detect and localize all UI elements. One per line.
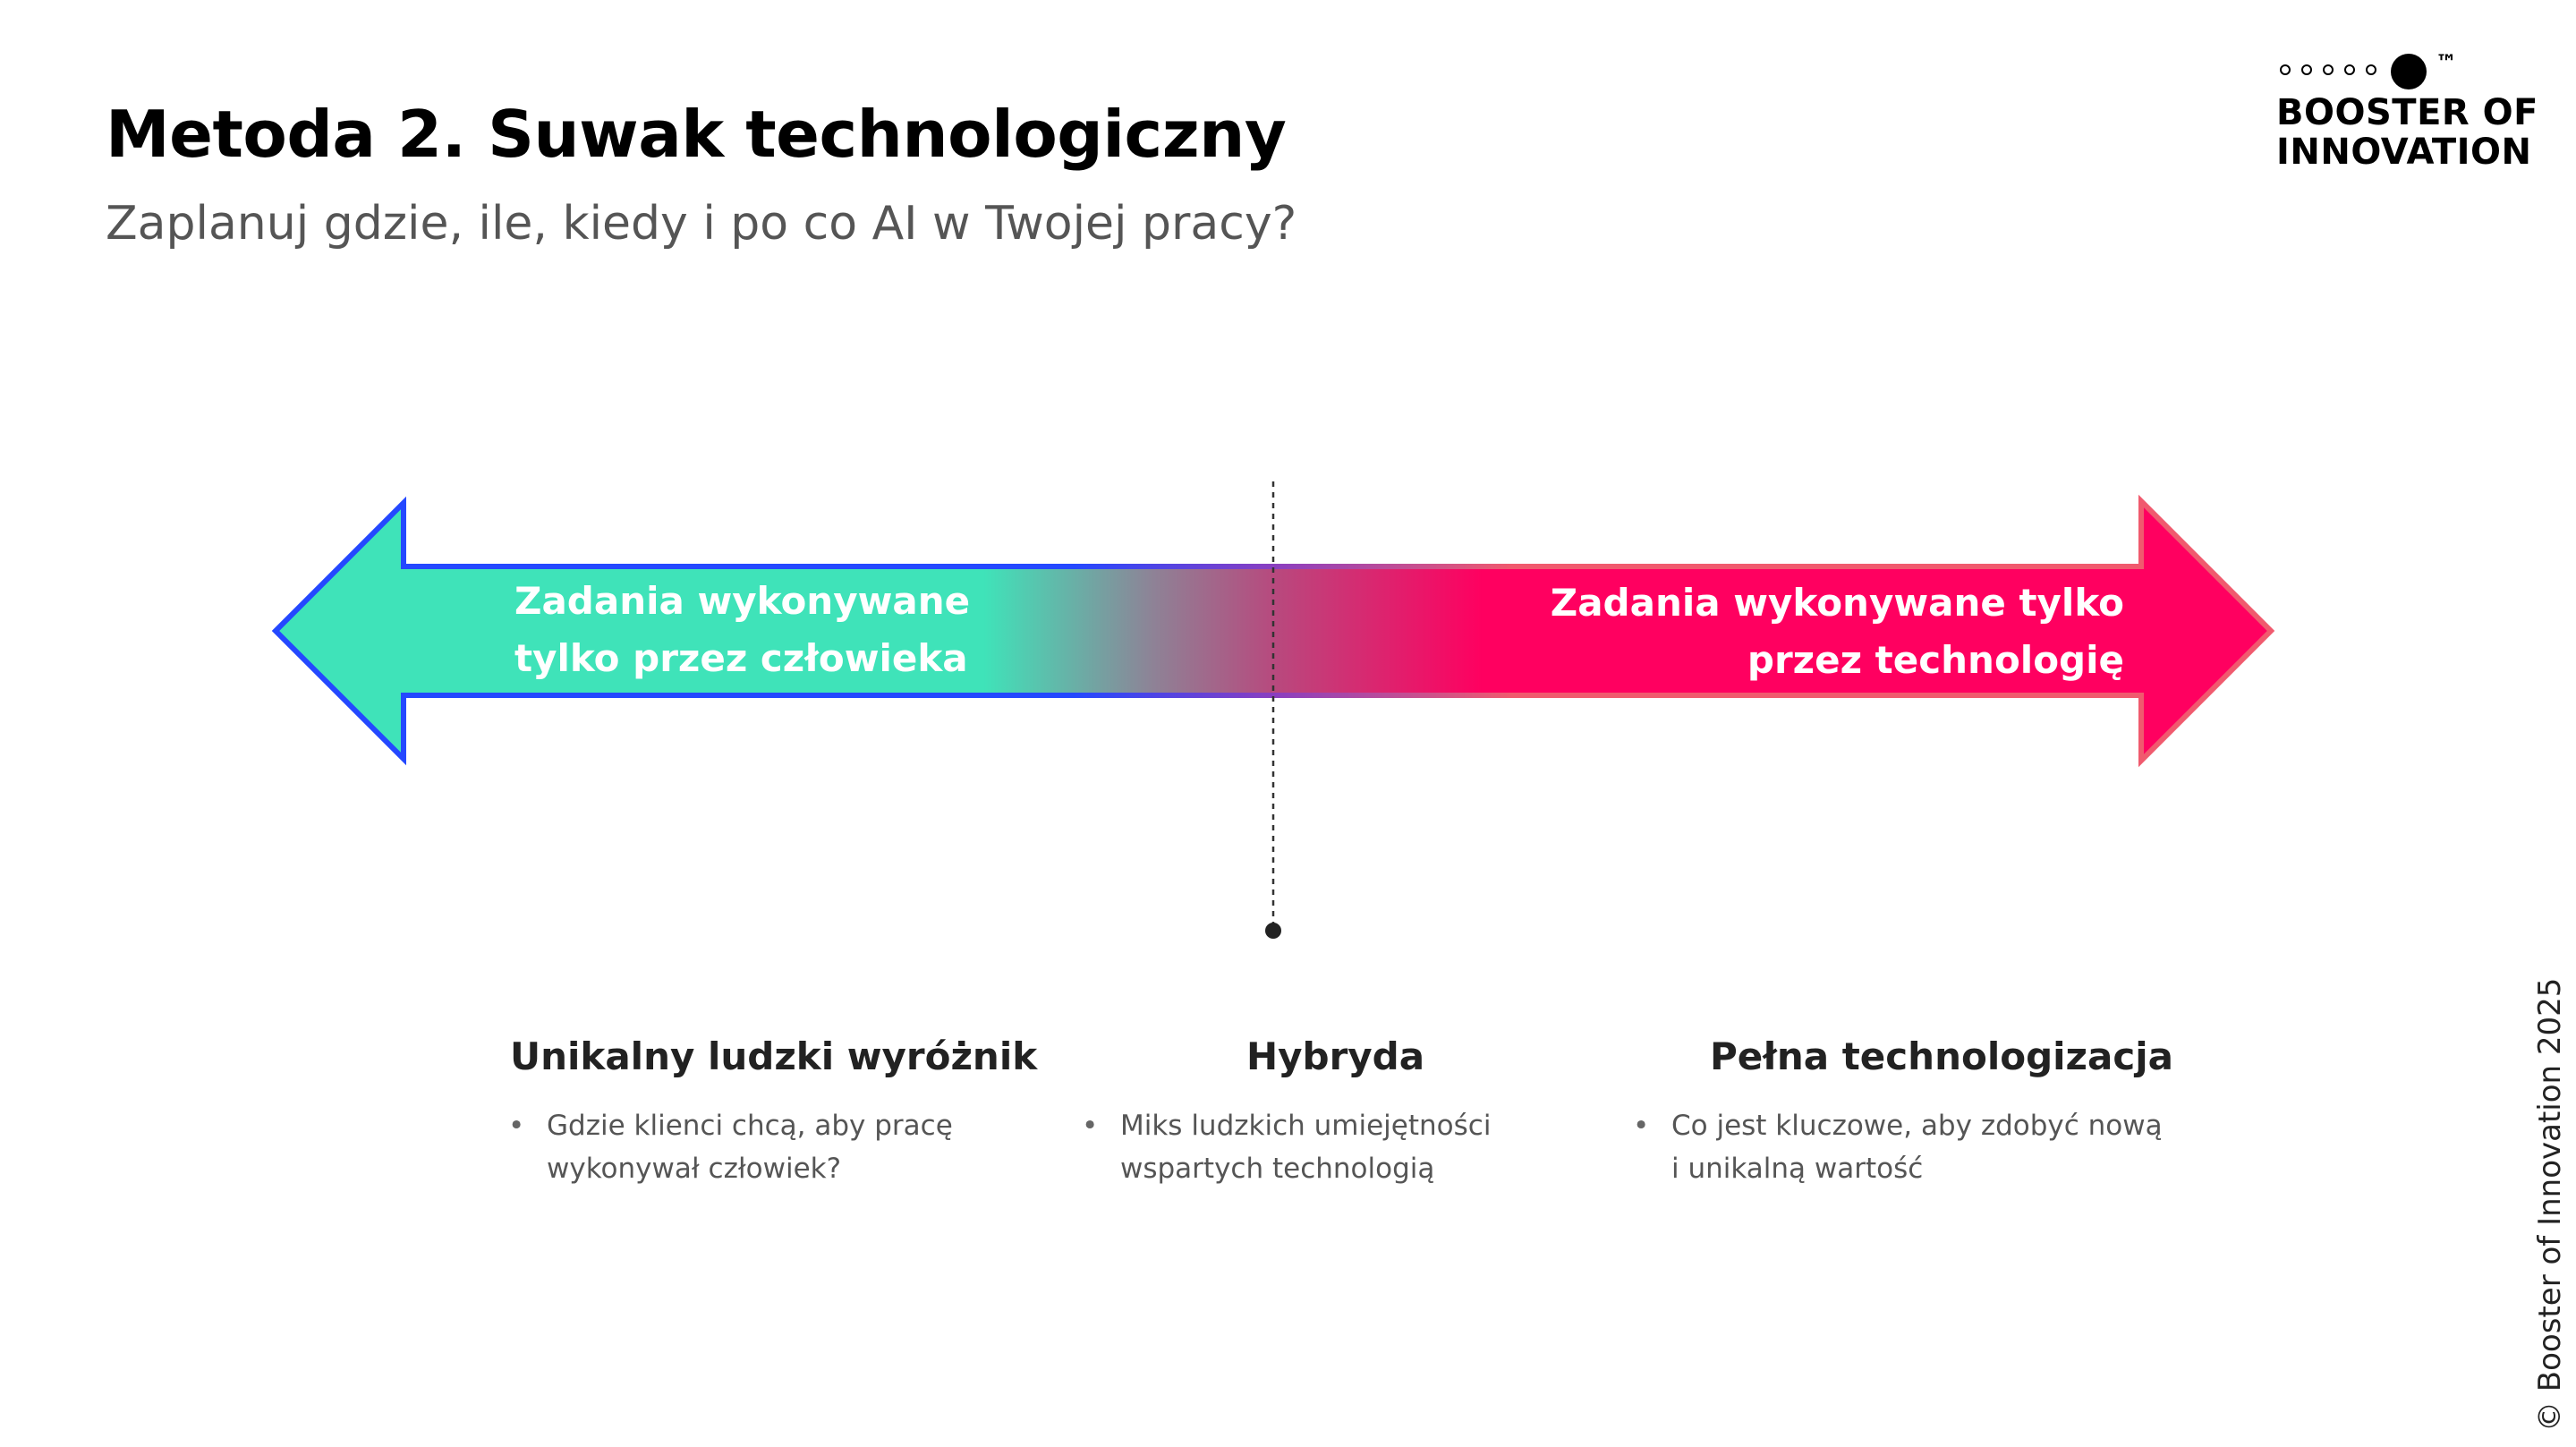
bullet-line: wykonywał człowiek? bbox=[547, 1153, 842, 1185]
logo-wordmark: BOOSTER OF INNOVATION bbox=[2276, 93, 2545, 172]
copyright-notice: © Booster of Innovation 2025 bbox=[2532, 977, 2568, 1432]
human-only-label: Zadania wykonywane tylko przez człowieka bbox=[514, 573, 970, 687]
hybrid-heading: Hybryda bbox=[1246, 1034, 1425, 1078]
hybrid-marker-dot bbox=[1265, 923, 1281, 939]
full-technology-heading: Pełna technologizacja bbox=[1710, 1034, 2173, 1078]
unique-human-heading: Unikalny ludzki wyróżnik bbox=[510, 1034, 1038, 1078]
bullet-line: wspartych technologią bbox=[1120, 1153, 1435, 1185]
technology-only-label-line-1: Zadania wykonywane tylko bbox=[1550, 581, 2124, 625]
human-only-label-line-1: Zadania wykonywane bbox=[514, 579, 971, 623]
bullet-line: Miks ludzkich umiejętności bbox=[1120, 1110, 1492, 1142]
bullet-line: Gdzie klienci chcą, aby pracę bbox=[547, 1110, 953, 1142]
logo-line-1: BOOSTER OF bbox=[2276, 92, 2538, 133]
page-title: Metoda 2. Suwak technologiczny bbox=[106, 97, 1287, 172]
bullet-line: Co jest kluczowe, aby zdobyć nową bbox=[1671, 1110, 2163, 1142]
logo-dot bbox=[2366, 64, 2376, 75]
technology-only-label-line-2: przez technologię bbox=[1747, 638, 2124, 682]
logo-big-dot bbox=[2391, 54, 2427, 89]
bullet-line: i unikalną wartość bbox=[1671, 1153, 1924, 1185]
logo-dot bbox=[2301, 64, 2312, 75]
human-only-label-line-2: tylko przez człowieka bbox=[514, 636, 968, 680]
booster-of-innovation-logo: ™ BOOSTER OF INNOVATION bbox=[2276, 47, 2548, 181]
hybrid-bullet: Miks ludzkich umiejętności wspartych tec… bbox=[1082, 1104, 1491, 1190]
logo-dot bbox=[2280, 64, 2291, 75]
logo-trademark: ™ bbox=[2436, 50, 2457, 75]
full-technology-bullet: Co jest kluczowe, aby zdobyć nową i unik… bbox=[1633, 1104, 2163, 1190]
logo-dot bbox=[2323, 64, 2334, 75]
unique-human-bullet: Gdzie klienci chcą, aby pracę wykonywał … bbox=[508, 1104, 953, 1190]
technology-only-label: Zadania wykonywane tylko przez technolog… bbox=[1551, 575, 2124, 689]
double-arrow bbox=[271, 494, 2275, 768]
logo-dots-icon: ™ bbox=[2280, 50, 2548, 93]
logo-line-2: INNOVATION bbox=[2276, 132, 2532, 173]
page-subtitle: Zaplanuj gdzie, ile, kiedy i po co AI w … bbox=[106, 197, 1297, 251]
logo-dot bbox=[2344, 64, 2355, 75]
